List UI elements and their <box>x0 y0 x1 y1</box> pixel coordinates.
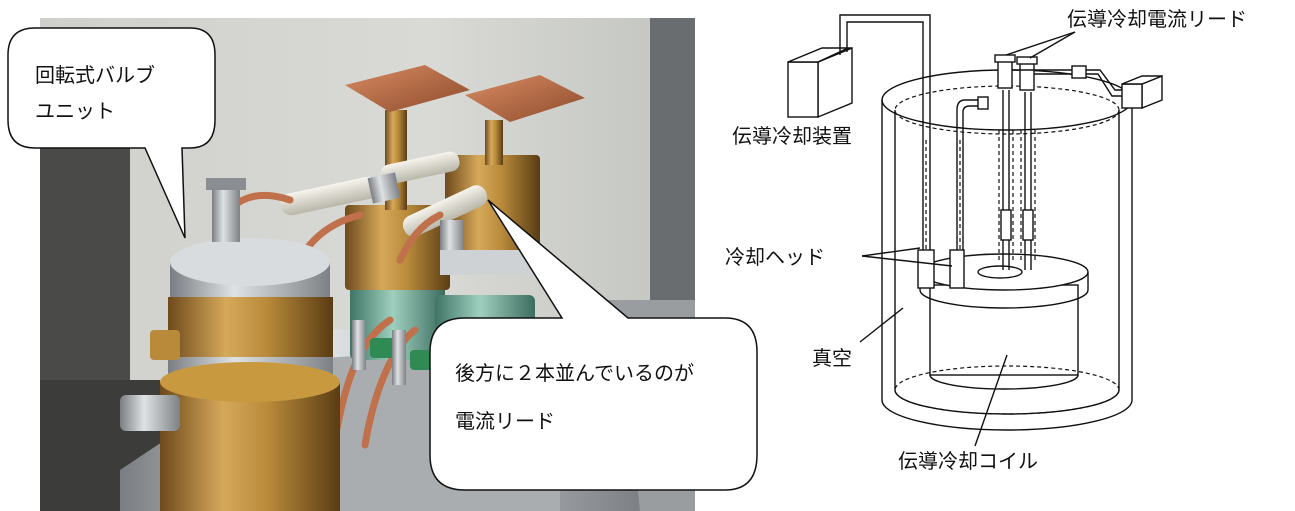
callout-current-leads: 後方に２本並んでいるのが 電流リード <box>429 199 758 491</box>
coil <box>919 253 1089 390</box>
callout-valve-line1: 回転式バルブ <box>35 63 155 87</box>
label-vacuum: 真空 <box>812 346 852 370</box>
valve-brass-ring <box>168 297 333 357</box>
valve-top-fitting <box>212 182 240 242</box>
label-cold-head: 冷却ヘッド <box>725 245 825 269</box>
callout-valve-line2: ユニット <box>35 99 115 123</box>
valve-side-fitting <box>120 395 180 431</box>
ceramic-feedthroughs <box>280 151 488 237</box>
label-coil: 伝導冷却コイル <box>898 449 1038 473</box>
current-lead-rods <box>994 54 1163 270</box>
label-coil-group: 伝導冷却コイル <box>898 354 1038 473</box>
valve-brass-body <box>160 382 340 511</box>
cold-heads <box>917 96 989 289</box>
label-cooler: 伝導冷却装置 <box>732 124 852 148</box>
callout-leads-line1: 後方に２本並んでいるのが <box>455 361 694 385</box>
apparatus-photo: 回転式バルブ ユニット 後方に２本並んでいるのが 電流リード <box>7 18 758 511</box>
copper-terminal-plate-2 <box>465 75 585 122</box>
callout-valve-unit: 回転式バルブ ユニット <box>7 27 216 239</box>
label-current-leads-group: 伝導冷却電流リード <box>1005 7 1247 59</box>
photo-panel: 回転式バルブ ユニット 後方に２本並んでいるのが 電流リード <box>7 18 758 511</box>
copper-terminal-plate-1 <box>345 65 470 112</box>
callout-leads-line2: 電流リード <box>455 409 555 433</box>
label-current-leads: 伝導冷却電流リード <box>1067 7 1247 31</box>
cooler-unit <box>787 14 931 250</box>
label-vacuum-group: 真空 <box>812 307 904 370</box>
schematic-diagram: 伝導冷却電流リード 伝導冷却装置 冷却ヘッド 真空 伝導冷却コイル <box>720 0 1295 511</box>
label-cold-head-group: 冷却ヘッド <box>725 245 953 269</box>
